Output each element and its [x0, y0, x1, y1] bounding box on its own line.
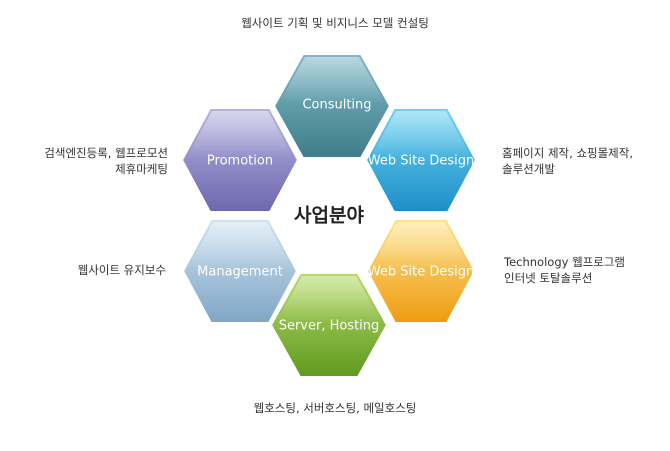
hexagon-server-hosting: Server, Hosting — [269, 272, 389, 378]
description-promotion: 검색엔진등록, 웹프로모션 제휴마케팅 — [20, 145, 168, 177]
hexagon-management: Management — [181, 218, 299, 324]
hexagon-web-site-design-1: Web Site Design — [364, 107, 478, 213]
description-server-hosting: 웹호스팅, 서버호스팅, 메일호스팅 — [200, 400, 470, 416]
description-web-site-design-2-line: Technology 웹프로그램 — [504, 255, 625, 269]
description-web-site-design-1-line: 홈페이지 제작, 쇼핑몰제작, — [502, 146, 634, 160]
description-management: 웹사이트 유지보수 — [20, 262, 166, 278]
hexagon-consulting-label: Consulting — [302, 98, 371, 113]
description-consulting-line: 웹사이트 기획 및 비지니스 모델 컨설팅 — [241, 16, 429, 30]
hexagon-web-site-design-2: Web Site Design — [365, 218, 477, 324]
hexagon-web-site-design-2-label: Web Site Design — [368, 265, 474, 280]
description-promotion-line: 제휴마케팅 — [115, 162, 168, 176]
center-title: 사업분야 — [294, 205, 364, 227]
hexagon-promotion: Promotion — [180, 107, 300, 213]
hexagon-consulting: Consulting — [272, 53, 392, 159]
description-promotion-line: 검색엔진등록, 웹프로모션 — [44, 146, 168, 160]
hexagon-promotion-label: Promotion — [207, 154, 273, 169]
hexagon-management-label: Management — [197, 265, 283, 280]
hexagon-server-hosting-label: Server, Hosting — [279, 319, 380, 334]
description-management-line: 웹사이트 유지보수 — [77, 263, 166, 277]
description-web-site-design-2-line: 인터넷 토탈솔루션 — [504, 271, 593, 285]
description-web-site-design-2: Technology 웹프로그램 인터넷 토탈솔루션 — [504, 254, 625, 286]
description-consulting: 웹사이트 기획 및 비지니스 모델 컨설팅 — [200, 15, 470, 31]
description-web-site-design-1: 홈페이지 제작, 쇼핑몰제작, 솔루션개발 — [502, 145, 633, 177]
description-web-site-design-1-line: 솔루션개발 — [502, 162, 555, 176]
description-server-hosting-line: 웹호스팅, 서버호스팅, 메일호스팅 — [253, 401, 417, 415]
hexagon-web-site-design-1-label: Web Site Design — [368, 154, 474, 169]
